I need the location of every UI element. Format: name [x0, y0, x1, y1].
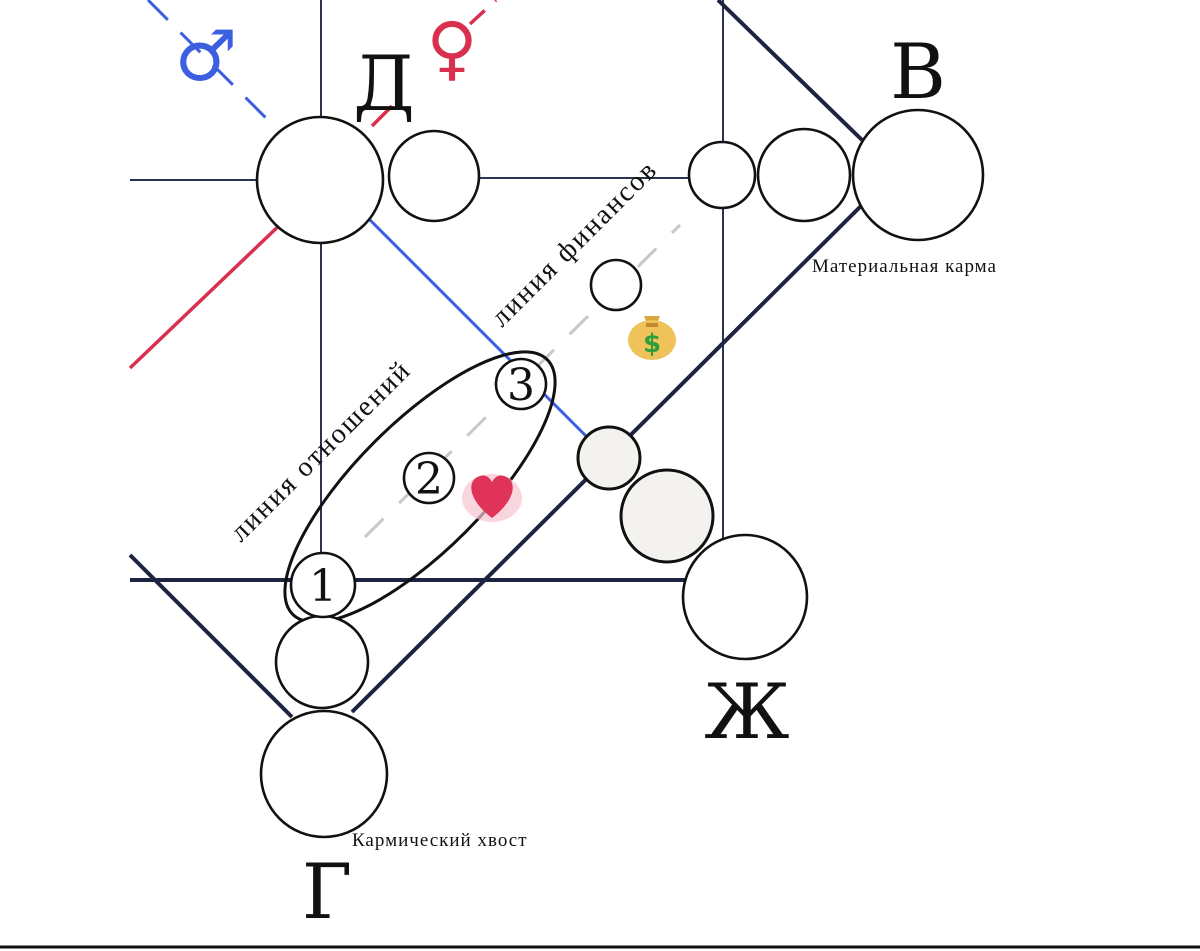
karmic-tail-caption: Кармический хвост [352, 830, 528, 851]
grid-lines [130, 0, 724, 582]
svg-text:$: $ [643, 329, 661, 359]
female-icon: ♀ [426, 7, 477, 89]
node-zh-inner-small [576, 425, 642, 491]
node-zh [681, 533, 809, 661]
node-v [851, 108, 985, 242]
node-num-3 [494, 357, 548, 411]
node-num-1 [289, 551, 357, 619]
heart-icon [462, 474, 522, 522]
finance-line-caption: линия финансов [485, 154, 664, 333]
female-line [128, 0, 498, 370]
male-icon: ♂ [175, 15, 238, 97]
node-g-inner [274, 614, 370, 710]
label-v: В [890, 27, 946, 116]
node-d-inner [387, 129, 481, 223]
label-zh: Ж [704, 667, 789, 756]
number-1: 1 [309, 561, 337, 612]
node-g [259, 709, 389, 839]
node-center-finance [589, 258, 643, 312]
nodes [255, 108, 985, 839]
node-zh-inner [619, 468, 715, 564]
node-num-2 [402, 451, 456, 505]
material-karma-caption: Материальная карма [812, 256, 997, 277]
relationship-ellipse [283, 350, 557, 624]
money-bag-icon: $ [628, 316, 676, 360]
number-3: 3 [507, 360, 535, 411]
node-v-inner-small [687, 140, 757, 210]
number-2: 2 [415, 454, 443, 505]
node-d [255, 115, 385, 245]
label-g: Г [302, 847, 352, 936]
label-d: Д [353, 39, 415, 128]
node-v-inner [756, 127, 852, 223]
